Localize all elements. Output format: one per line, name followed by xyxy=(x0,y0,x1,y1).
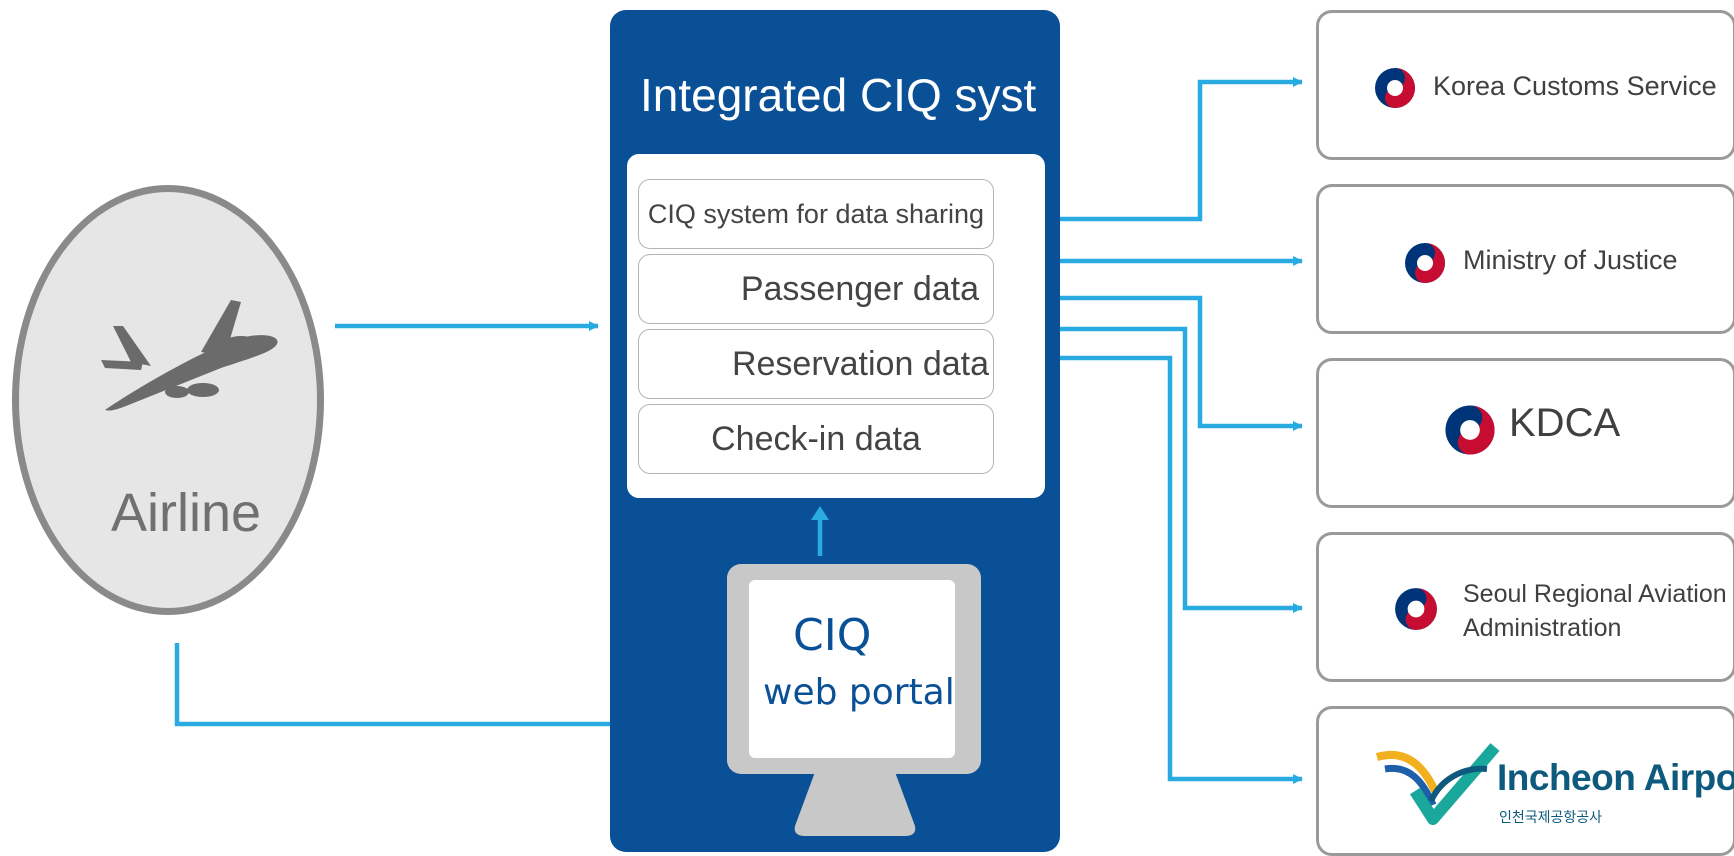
data-row-sharing: CIQ system for data sharing xyxy=(638,179,994,249)
agency-name: Ministry of Justice xyxy=(1463,245,1678,275)
monitor-screen: CIQ web portal xyxy=(749,580,955,758)
taegeuk-emblem-icon xyxy=(1375,68,1415,108)
agency-name: Korea Customs Service xyxy=(1433,71,1717,101)
airline-node: Airline xyxy=(12,185,324,615)
data-row-passenger: Passenger data xyxy=(638,254,994,324)
arrow-portal-to-data xyxy=(811,506,829,556)
arrow-to-seoul-aviation xyxy=(1048,326,1303,613)
monitor-icon: CIQ web portal xyxy=(727,564,981,774)
taegeuk-emblem-icon xyxy=(1395,588,1437,630)
agency-card-justice: Ministry of Justice xyxy=(1316,184,1734,334)
arrow-to-kdca xyxy=(1048,295,1303,431)
data-row-checkin: Check-in data xyxy=(638,404,994,474)
ciq-system-title: Integrated CIQ syst xyxy=(640,69,1037,121)
agency-card-customs: Korea Customs Service xyxy=(1316,10,1734,160)
taegeuk-emblem-icon xyxy=(1405,243,1445,283)
incheon-logo-subtext: 인천국제공항공사 xyxy=(1499,809,1603,825)
airline-label: Airline xyxy=(111,483,262,543)
agency-name: KDCA xyxy=(1509,401,1621,445)
agency-name: Seoul Regional Aviation Administration xyxy=(1463,580,1727,642)
data-row-reservation: Reservation data xyxy=(638,329,994,399)
monitor-stand xyxy=(794,772,916,836)
agency-card-seoul-aviation: Seoul Regional Aviation Administration xyxy=(1316,532,1734,682)
airplane-icon xyxy=(101,300,278,411)
incheon-airport-logo-icon xyxy=(1375,743,1500,825)
agency-card-incheon-airport: Incheon Airport 인천국제공항공사 xyxy=(1316,706,1734,856)
web-portal-title: CIQ xyxy=(793,610,872,661)
arrow-to-incheon xyxy=(1048,355,1303,784)
web-portal-subtitle: web portal xyxy=(763,672,955,713)
taegeuk-emblem-icon xyxy=(1445,405,1495,455)
arrow-to-customs xyxy=(1048,77,1303,222)
agency-card-kdca: KDCA xyxy=(1316,358,1734,508)
integrated-ciq-system-panel: Integrated CIQ syst CIQ system for data … xyxy=(610,10,1060,852)
incheon-logo-text: Incheon Airport xyxy=(1497,757,1734,798)
data-sharing-box: CIQ system for data sharing Passenger da… xyxy=(627,154,1045,498)
